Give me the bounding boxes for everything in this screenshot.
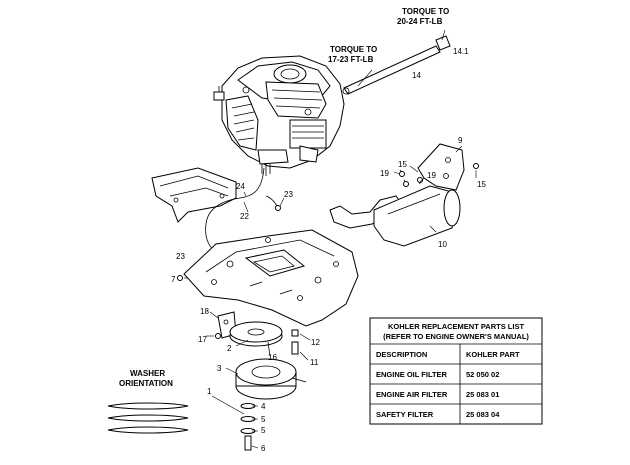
part-label-19b: 19 [427,171,436,180]
part-label-23a: 23 [284,190,293,199]
parts-table-cell: 25 083 04 [466,410,500,419]
parts-table-cell: 25 083 01 [466,390,499,399]
part-label-14: 14 [412,71,421,80]
parts-table-cell: 52 050 02 [466,370,499,379]
torque-top-line1: TORQUE TO [402,7,449,16]
washer-orientation-detail [107,402,189,434]
part-label-1: 1 [207,387,212,396]
part-label-17: 17 [198,335,207,344]
part-label-2: 2 [227,344,232,353]
torque-callout-top: TORQUE TO 20-24 FT-LB [397,7,449,26]
parts-table-cell: SAFETY FILTER [376,410,434,419]
torque-callout-mid: TORQUE TO 17-23 FT-LB [328,45,377,64]
part-label-4: 4 [261,402,266,411]
part-label-11: 11 [310,358,319,367]
part-label-16: 16 [268,353,277,362]
parts-table-title: KOHLER REPLACEMENT PARTS LIST [388,322,525,331]
part-label-22: 22 [240,212,249,221]
part-label-15b: 15 [477,180,486,189]
part-label-19a: 19 [380,169,389,178]
parts-table-cell: ENGINE OIL FILTER [376,370,448,379]
torque-mid-line1: TORQUE TO [330,45,377,54]
washer-label-line1: WASHER [130,369,165,378]
part-label-5a: 5 [261,415,266,424]
part-label-7: 7 [171,275,176,284]
part-label-5b: 5 [261,426,266,435]
part-number-labels: 14.1 14 9 15 15 19 19 24 23 22 10 23 7 1… [171,47,486,453]
part-label-10: 10 [438,240,447,249]
parts-table-cell: ENGINE AIR FILTER [376,390,448,399]
parts-table-header-kohler-part: KOHLER PART [466,350,520,359]
engine-illustration [213,55,345,176]
part-label-3: 3 [217,364,222,373]
washer-label-line2: ORIENTATION [119,379,173,388]
clutch-assembly [206,311,311,451]
engine-bracket [151,167,237,223]
exhaust-tube [342,29,451,95]
parts-table-subtitle: (REFER TO ENGINE OWNER'S MANUAL) [383,332,529,341]
muffler-assembly [329,143,479,247]
washer-orientation-label: WASHER ORIENTATION [119,369,173,388]
part-label-18: 18 [200,307,209,316]
engine-deck [177,229,359,327]
part-label-6: 6 [261,444,266,453]
part-label-12: 12 [311,338,320,347]
torque-mid-line2: 17-23 FT-LB [328,55,374,64]
part-label-14-1: 14.1 [453,47,469,56]
part-label-23b: 23 [176,252,185,261]
torque-top-line2: 20-24 FT-LB [397,17,443,26]
kohler-parts-table: KOHLER REPLACEMENT PARTS LIST (REFER TO … [369,317,543,425]
part-label-9: 9 [458,136,463,145]
part-label-15a: 15 [398,160,407,169]
part-label-24: 24 [236,182,245,191]
parts-table-header-description: DESCRIPTION [376,350,427,359]
